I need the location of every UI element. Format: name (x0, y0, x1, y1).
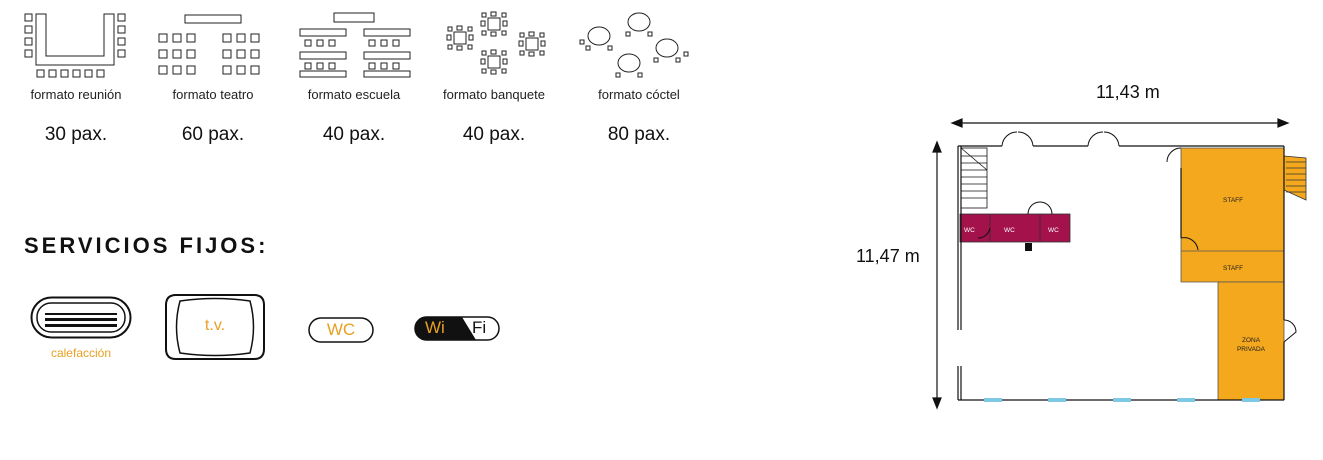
heating-label: calefacción (50, 346, 112, 360)
format-capacity: 80 pax. (607, 124, 671, 145)
classroom-seating-icon (299, 12, 411, 78)
format-label: formato teatro (172, 87, 254, 102)
private-zone-label: ZONA (1242, 337, 1261, 344)
format-label: formato reunión (30, 87, 122, 102)
format-capacity: 30 pax. (44, 124, 108, 145)
format-capacity: 40 pax. (322, 124, 386, 145)
format-label: formato cóctel (598, 87, 680, 102)
wifi-icon (414, 316, 500, 341)
format-capacity: 60 pax. (181, 124, 245, 145)
height-dimension: 11,47 m (856, 246, 920, 266)
tv-icon (165, 294, 265, 360)
private-zone-label: PRIVADA (1237, 346, 1266, 353)
wc-room-label: WC (1048, 227, 1059, 234)
tv-label: t.v. (204, 317, 226, 334)
format-label: formato escuela (307, 87, 401, 102)
theater-seating-icon (158, 14, 260, 75)
format-reunion: formato reunión 30 pax. (6, 0, 146, 150)
format-capacity: 40 pax. (462, 124, 526, 145)
doors (977, 131, 1297, 343)
services-title: SERVICIOS FIJOS: (24, 233, 269, 258)
format-label: formato banquete (443, 87, 545, 102)
exterior-stairs (1283, 155, 1307, 201)
width-dimension: 11,43 m (1096, 82, 1160, 102)
u-shape-tables-icon (24, 13, 126, 78)
wc-icon (308, 317, 374, 343)
wifi-label-right: Fi (472, 318, 487, 337)
staff-label: STAFF (1223, 197, 1243, 204)
format-coctel: formato cóctel 80 pax. (569, 0, 709, 150)
wifi-label-left: Wi (425, 318, 445, 337)
wc-room-label: WC (964, 227, 975, 234)
format-banquete: formato banquete 40 pax. (424, 0, 564, 150)
floor-plan: WC WC WC STAFF STAFF ZONA PRIVADA (932, 118, 1307, 410)
wc-room-label: WC (1004, 227, 1015, 234)
format-escuela: formato escuela 40 pax. (284, 0, 424, 150)
staff-label: STAFF (1223, 265, 1243, 272)
cocktail-tables-icon (579, 12, 689, 78)
wc-block (959, 213, 1071, 251)
staff-zone (1180, 147, 1285, 283)
format-teatro: formato teatro 60 pax. (143, 0, 283, 150)
heating-icon (30, 296, 132, 339)
banquet-tables-icon (446, 11, 546, 75)
wc-label: WC (326, 320, 356, 339)
windows (984, 398, 1260, 402)
interior-stairs (960, 147, 988, 209)
